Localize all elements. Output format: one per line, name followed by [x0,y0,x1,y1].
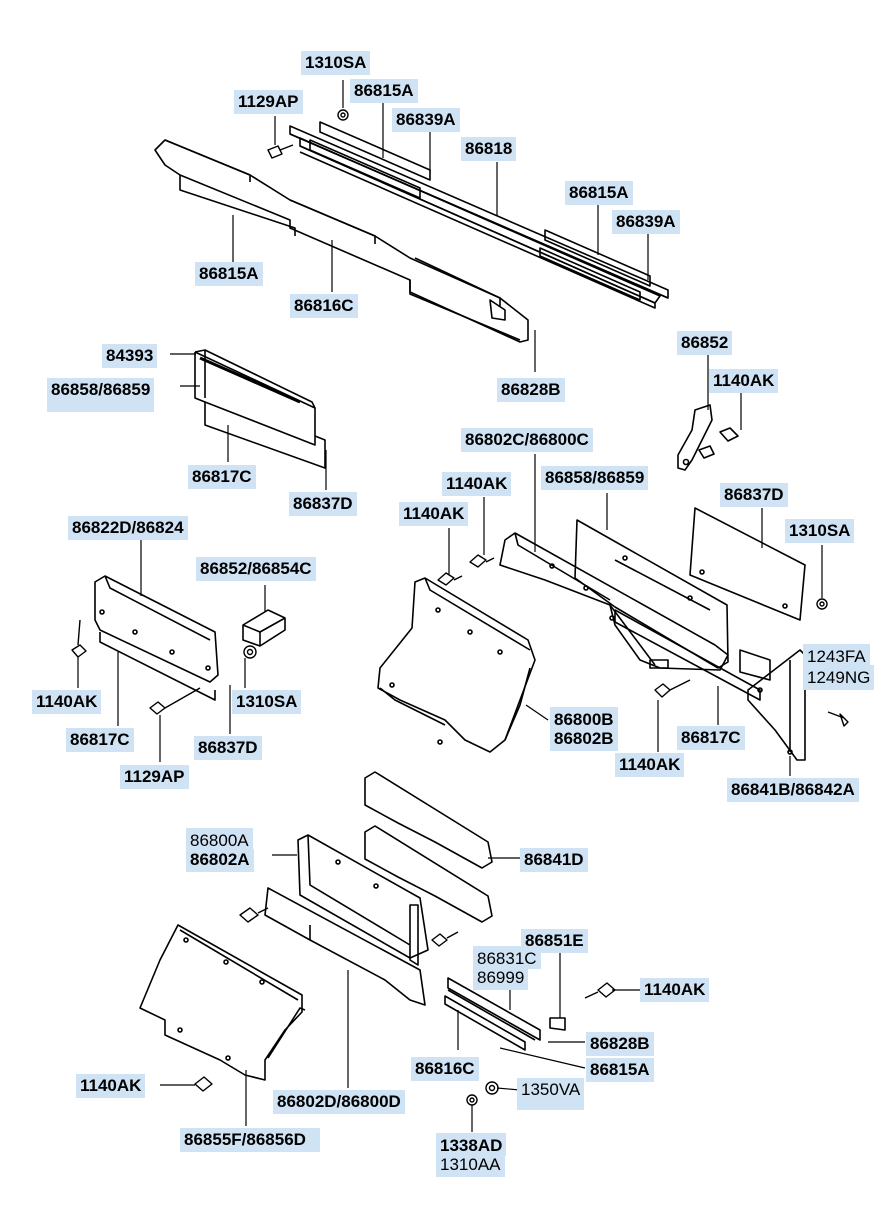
callout-86999: 86999 [473,967,529,990]
callout-1140AK: 1140AK [76,1074,146,1098]
tray-86800B [377,577,536,753]
gusset-86841D [364,771,493,923]
callout-86839A: 86839A [612,210,680,234]
callout-86815A: 86815A [350,79,418,103]
callout-86851E: 86851E [521,929,588,953]
callout-84393: 84393 [102,344,158,368]
callout-86837D: 86837D [720,483,788,507]
bolt-1140AK-c [654,679,691,698]
callout-86852: 86852 [677,331,733,355]
bolt-1140AK-left [71,619,87,658]
callout-86817C: 86817C [677,726,745,750]
rails-86831C [444,977,566,1051]
nut-1310SA-left [243,645,257,659]
nut-1350VA [485,1081,499,1095]
panel-86858-right [574,519,729,669]
callout-86837D: 86837D [194,736,262,760]
nut-1310SA-top [337,109,349,121]
bolt-1140AK-e [431,931,459,947]
callout-86818: 86818 [461,137,517,161]
block-86852 [242,609,286,647]
callout-86816C: 86816C [290,294,358,318]
callout-86841D: 86841D [520,848,588,872]
callout-86816C: 86816C [411,1057,479,1081]
callout-1140AK: 1140AK [615,753,685,777]
callout-86822D-86824: 86822D/86824 [68,516,188,540]
strip-86817C-right [614,609,771,701]
callout-1140AK: 1140AK [640,978,710,1002]
callout-1249NG: 1249NG [803,665,875,690]
callout-86802B: 86802B [550,728,618,751]
bolt-1140AK-f [584,982,616,999]
callout-1310SA: 1310SA [301,51,371,75]
callout-86817C: 86817C [66,728,134,752]
callout-1310AA: 1310AA [436,1154,505,1177]
screw-1243FA [827,711,849,727]
bracket-86852 [677,404,739,471]
callout-86802D-86800D: 86802D/86800D [273,1090,405,1114]
panel-86837D-right [689,507,806,621]
callout-86802A: 86802A [186,849,254,872]
nut-1310SA-right [816,598,828,610]
stepped-panel [154,139,529,343]
callout-1310SA: 1310SA [785,519,855,543]
nut-1338AD [466,1094,478,1106]
fasteners [71,109,849,1106]
callout-86852-86854C: 86852/86854C [196,557,316,581]
panel-86800A [297,834,429,966]
callout-86815A: 86815A [565,181,633,205]
callout-86802C-86800C: 86802C/86800C [461,428,593,452]
top-rail-assembly [289,121,669,309]
callout-86815A: 86815A [586,1058,654,1082]
callout-86815A: 86815A [195,262,263,286]
callout-1338AD: 1338AD [436,1133,507,1156]
panel-84393 [194,349,326,469]
callout-1140AK: 1140AK [709,369,779,393]
callout-1140AK: 1140AK [399,502,469,526]
callout-86831C: 86831C [473,946,541,969]
callout-86839A: 86839A [392,108,460,132]
bolt-1140AK-g [194,1076,213,1092]
callout-1310SA: 1310SA [232,690,302,714]
side-panel-86841B [747,649,806,761]
callout-1140AK: 1140AK [32,690,102,714]
callout-1140AK: 1140AK [442,472,512,496]
callout-86855F-86856D: 86855F/86856D [180,1128,320,1152]
callout-86828B: 86828B [586,1032,654,1056]
plate-86855F [139,924,306,1081]
callout-86858-86859: 86858/86859 [47,378,155,412]
callout-86828B: 86828B [497,378,565,402]
callout-1243FA: 1243FA [803,644,870,669]
bolt-1140AK-b [469,554,495,568]
callout-1129AP: 1129AP [234,90,303,114]
callout-86817C: 86817C [188,465,256,489]
bolt-1140AK-d [239,907,269,923]
bolt-1129AP-top [267,144,294,159]
panel-86822D [94,575,219,701]
callout-86837D: 86837D [289,492,357,516]
callout-1350VA: 1350VA [517,1078,585,1110]
strip-86802D [264,887,426,1006]
leader-lines [77,80,823,1132]
callout-86841B-86842A: 86841B/86842A [727,778,859,802]
callout-86858-86859: 86858/86859 [541,466,649,490]
callout-86800B: 86800B [550,707,618,730]
bolt-1129AP-left [149,687,201,715]
callout-1129AP: 1129AP [120,765,189,789]
callout-86800A: 86800A [186,828,253,851]
bolt-1140AK-a [437,572,463,586]
bracket-86802C [499,532,729,671]
